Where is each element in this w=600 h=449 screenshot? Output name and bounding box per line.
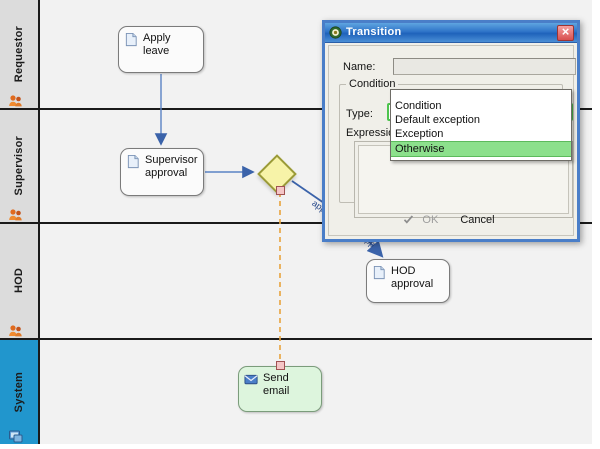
lane-header-system[interactable]: System <box>0 340 40 444</box>
expression-label: Expression <box>346 127 401 139</box>
type-dropdown-list[interactable]: Condition Default exception Exception Ot… <box>390 89 572 161</box>
system-icon <box>9 430 23 443</box>
users-icon <box>9 209 22 221</box>
lane-hod[interactable]: HOD <box>0 224 592 340</box>
gateway-connection-handle[interactable] <box>276 186 285 195</box>
sendemail-connection-handle[interactable] <box>276 361 285 370</box>
ok-button: OK <box>403 213 442 227</box>
ok-button-label: OK <box>422 214 439 226</box>
transition-icon <box>329 26 342 39</box>
dialog-title: Transition <box>346 26 402 38</box>
cancel-button[interactable]: Cancel <box>460 214 495 226</box>
node-send-email[interactable]: Send email <box>238 366 322 412</box>
node-label: HOD approval <box>391 265 434 290</box>
canvas-right-margin <box>592 0 600 449</box>
dropdown-option-exception[interactable]: Exception <box>395 128 444 140</box>
node-label: Apply leave <box>143 32 171 57</box>
lane-header-requestor[interactable]: Requestor <box>0 0 40 108</box>
node-label: Send email <box>263 372 290 397</box>
lane-body-hod <box>42 224 592 338</box>
node-apply-leave[interactable]: Apply leave <box>118 26 204 73</box>
document-icon <box>125 32 137 47</box>
node-label: Supervisor approval <box>145 154 198 179</box>
name-row: Name: <box>339 58 576 76</box>
users-icon <box>9 325 22 337</box>
type-label: Type: <box>346 108 373 120</box>
node-supervisor-approval[interactable]: Supervisor approval <box>120 148 204 196</box>
lane-header-hod[interactable]: HOD <box>0 224 40 338</box>
lane-title-system: System <box>13 371 25 413</box>
lane-title-hod: HOD <box>13 268 25 294</box>
transition-dialog: Transition Name: Condition Type: Otherwi… <box>322 20 580 242</box>
mail-icon <box>244 374 258 385</box>
users-icon <box>9 95 22 107</box>
lane-label-hod: HOD <box>0 224 38 338</box>
document-icon <box>373 265 385 280</box>
close-icon[interactable] <box>557 24 574 41</box>
condition-group-title: Condition <box>346 78 399 90</box>
dialog-titlebar[interactable]: Transition <box>325 23 577 43</box>
document-icon <box>127 154 139 169</box>
dialog-body: Name: Condition Type: Otherwise Expressi… <box>328 45 576 236</box>
name-field[interactable] <box>393 58 576 75</box>
dropdown-option-condition[interactable]: Condition <box>395 100 442 112</box>
dialog-form: Name: Condition Type: Otherwise Expressi… <box>335 52 576 218</box>
lane-header-supervisor[interactable]: Supervisor <box>0 110 40 222</box>
canvas-bottom-margin <box>0 444 600 449</box>
dialog-button-row: OK Cancel <box>329 209 573 231</box>
name-label: Name: <box>343 61 376 73</box>
lane-title-supervisor: Supervisor <box>13 136 25 196</box>
node-hod-approval[interactable]: HOD approval <box>366 259 450 303</box>
dropdown-option-otherwise[interactable]: Otherwise <box>391 141 571 157</box>
decision-gateway[interactable] <box>257 154 297 194</box>
lane-title-requestor: Requestor <box>13 25 25 83</box>
check-icon <box>404 215 414 224</box>
dropdown-option-default-exception[interactable]: Default exception <box>395 114 480 126</box>
